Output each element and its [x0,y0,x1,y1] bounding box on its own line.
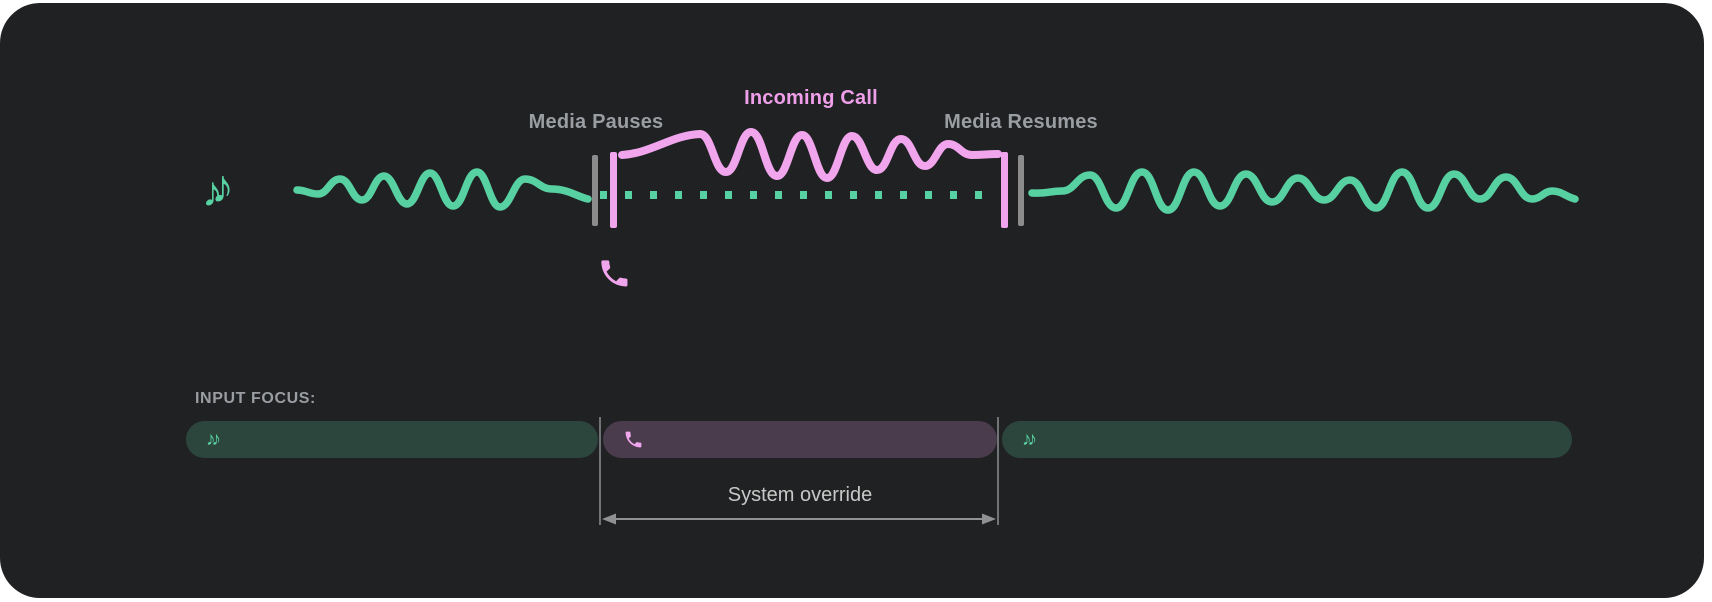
focus-bar-call [603,421,997,458]
resume-marker-gray-bar [1018,155,1024,226]
music-notes-icon: ♪ ♪ [202,160,234,213]
input-focus-heading: INPUT FOCUS: [195,390,316,407]
waveform-graphic [293,127,1579,287]
focus-bar-media-before: ♪♪ [186,421,598,458]
system-override-arrow [602,513,996,525]
focus-bar-media-after: ♪♪ [1002,421,1572,458]
media-pauses-label: Media Pauses [528,111,664,133]
music-note-icon: ♪ [202,168,223,215]
resume-marker-pink-bar [1001,152,1008,228]
media-resumes-label: Media Resumes [944,111,1098,133]
system-override-label: System override [727,484,873,506]
incoming-call-wave [618,127,1002,183]
phone-icon [601,260,628,287]
media-wave-before [293,168,592,211]
pause-marker-gray-bar [592,155,598,226]
music-notes-icon: ♪♪ [206,429,221,450]
audio-focus-diagram-card: Media Pauses Incoming Call Media Resumes… [0,3,1704,598]
phone-icon [625,431,642,448]
music-note-icon: ♪ [211,160,234,212]
pause-marker-pink-bar [610,152,617,228]
override-boundary-line-left [599,417,601,525]
media-wave-after [1028,168,1579,214]
override-boundary-line-right [997,417,999,525]
music-notes-icon: ♪♪ [1022,429,1037,450]
incoming-call-label: Incoming Call [744,87,878,109]
